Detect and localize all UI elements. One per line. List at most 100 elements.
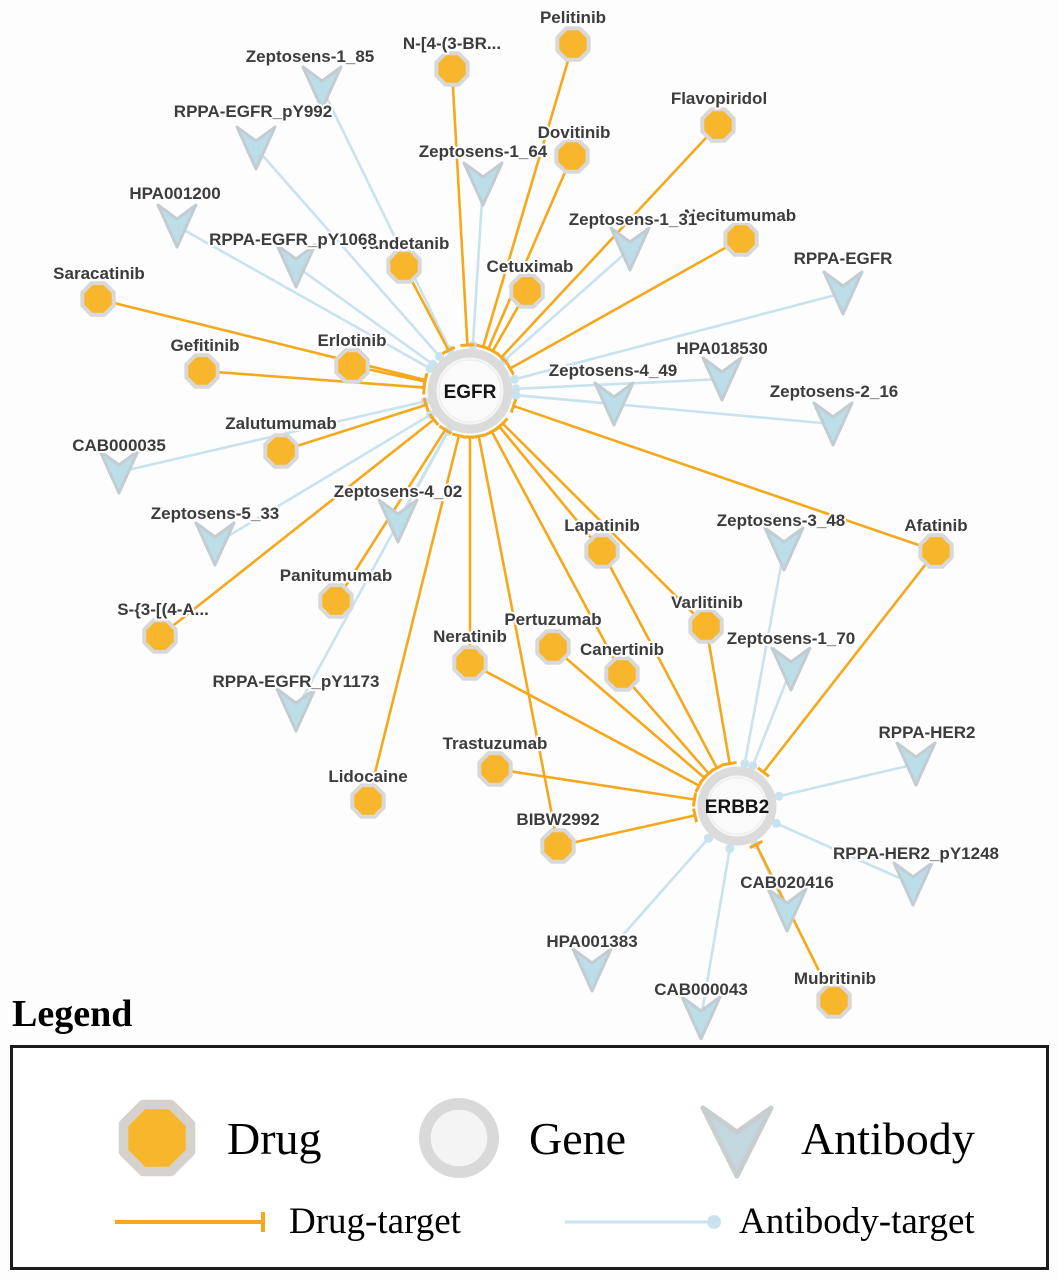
antibody-node-rppa-egfr-py1173 (275, 687, 317, 733)
node-label: Lidocaine (328, 767, 407, 786)
antibody-target-edge-icon (565, 1214, 721, 1229)
gene-circle-icon (419, 1098, 499, 1178)
antibody-node-rppa-egfr (822, 270, 864, 316)
drug-node-mubritinib (816, 983, 852, 1019)
node-label: CAB000035 (72, 436, 166, 455)
drug-target-edge (159, 413, 440, 638)
drug-target-edge (97, 297, 429, 388)
node-label: HPA018530 (676, 339, 767, 358)
drug-target-edge (505, 237, 742, 376)
antibody-target-edge (748, 668, 793, 771)
drug-node-dovitinib (554, 138, 590, 174)
node-label: Zeptosens-2_16 (770, 382, 899, 401)
antibody-node-zeptosens-1-85 (301, 65, 343, 111)
legend-drug-label: Drug (227, 1112, 322, 1164)
antibody-target-edge (295, 264, 438, 369)
node-label: Neratinib (433, 627, 507, 646)
node-label: Zeptosens-3_48 (717, 511, 846, 530)
antibody-target-edge (699, 843, 735, 1019)
node-label: RPPA-EGFR (794, 249, 893, 268)
legend-antibody-label: Antibody (801, 1112, 975, 1164)
node-label: CAB020416 (740, 873, 834, 892)
node-label: RPPA-HER2_pY1248 (833, 844, 999, 863)
antibody-node-zeptosens-1-64 (462, 161, 504, 207)
node-label: Dovitinib (538, 123, 611, 142)
drug-octagon-icon (118, 1099, 196, 1177)
node-label: CAB000043 (654, 980, 748, 999)
legend-drug-target-label: Drug-target (289, 1201, 461, 1242)
drug-node-n-4-3-br (434, 51, 470, 87)
antibody-target-edge (740, 548, 786, 769)
drug-target-edge-icon (115, 1211, 265, 1232)
drug-node-canertinib (604, 656, 640, 692)
drug-target-edge (471, 433, 560, 847)
node-label: EGFR (444, 382, 497, 403)
antibody-target-edge (294, 426, 453, 711)
drug-target-edge (552, 646, 711, 785)
legend-title: Legend (12, 993, 133, 1035)
antibody-target-edge (771, 818, 914, 886)
antibody-target-edge (499, 248, 631, 365)
node-label: Lapatinib (564, 516, 640, 535)
antibody-node-hpa001200 (156, 203, 198, 249)
node-label: Vandetanib (359, 234, 450, 253)
drug-target-edge (509, 398, 937, 553)
antibody-node-zeptosens-1-70 (770, 646, 812, 692)
node-label: Zeptosens-5_33 (151, 504, 280, 523)
antibody-node-rppa-her2-py1248 (892, 861, 934, 907)
drug-target-edge (481, 155, 574, 353)
legend-item-gene: Gene (411, 1090, 626, 1186)
legend-box: Drug Gene Antibody Drug-target (10, 1045, 1049, 1270)
drug-node-saracatinib (80, 281, 116, 317)
antibody-node-cab000035 (98, 449, 140, 495)
antibody-node-zeptosens-1-31 (609, 226, 651, 272)
antibody-node-zeptosens-4-02 (377, 498, 419, 544)
node-label: Erlotinib (318, 331, 387, 350)
antibody-target-edge (511, 390, 834, 426)
drug-node-bibw2992 (540, 828, 576, 864)
antibody-node-rppa-her2 (895, 741, 937, 787)
node-label: Saracatinib (53, 264, 145, 283)
antibody-target-edge (255, 147, 445, 361)
gene-node-erbb2 (697, 766, 777, 846)
drug-node-gefitinib (184, 353, 220, 389)
node-label: Cetuximab (487, 257, 574, 276)
drug-node-necitumumab (723, 221, 759, 257)
drug-target-edge (469, 661, 704, 793)
drug-node-flavopiridol (700, 107, 736, 143)
node-label: ERBB2 (705, 797, 769, 818)
node-label: Flavopiridol (671, 89, 767, 108)
antibody-node-cab020416 (766, 887, 808, 933)
antibody-target-edge (509, 291, 844, 384)
drug-node-vandetanib (386, 248, 422, 284)
drug-node-varlitinib (688, 608, 724, 644)
drug-gene-antibody-network: EGFRERBB2PelitinibN-[4-(3-BR...Dovitinib… (51, 6, 1001, 1040)
antibody-node-rppa-egfr-py992 (235, 125, 277, 171)
antibody-node-zeptosens-3-48 (763, 526, 805, 572)
antibody-target-edge (774, 762, 917, 801)
drug-target-edge (621, 673, 716, 780)
drug-target-edge (484, 426, 624, 675)
node-label: RPPA-EGFR_pY1173 (213, 672, 380, 691)
drug-node-pelitinib (555, 26, 591, 62)
antibody-node-hpa018530 (701, 356, 743, 402)
antibody-target-edge (320, 87, 455, 355)
antibody-target-edge (214, 410, 436, 546)
drug-target-edge (749, 840, 836, 1002)
drug-target-edge (495, 124, 719, 364)
drug-target-edge (494, 767, 698, 807)
drug-node-neratinib (452, 645, 488, 681)
drug-node-trastuzumab (477, 751, 513, 787)
drug-target-edge (492, 420, 604, 552)
legend-item-antibody: Antibody (695, 1094, 975, 1182)
drug-target-edge (757, 550, 938, 778)
drug-target-edge (280, 397, 430, 453)
node-label: Zeptosens-1_64 (419, 142, 548, 161)
drug-node-lapatinib (584, 533, 620, 569)
antibody-node-zeptosens-4-49 (593, 381, 635, 427)
drug-node-zalutumumab (263, 433, 299, 469)
drug-target-edge (704, 625, 737, 767)
node-label: Pertuzumab (504, 610, 601, 629)
drug-node-pertuzumab (535, 629, 571, 665)
legend-item-antibody-target: Antibody-target (561, 1200, 975, 1243)
